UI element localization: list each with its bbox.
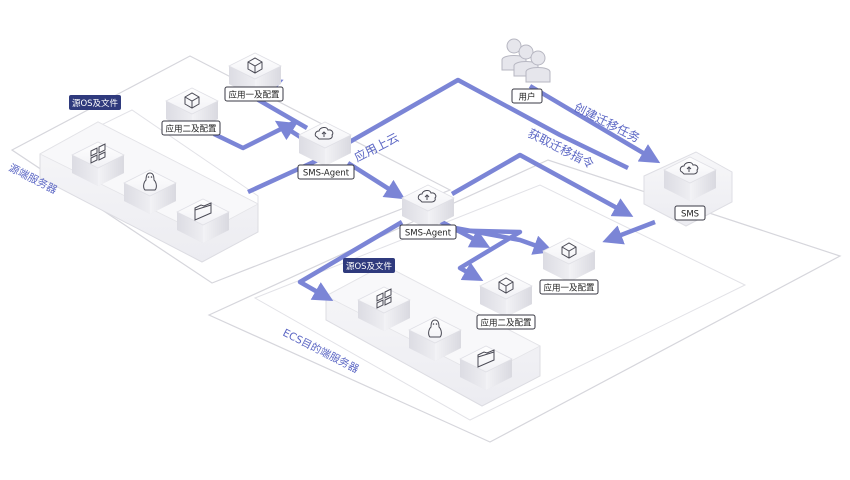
arrow-agent-to-target-slab xyxy=(297,220,404,302)
arrow-agent-to-sms xyxy=(450,152,634,217)
arrow-agent-branch xyxy=(436,218,491,248)
badge-source-os-files: 源OS及文件 xyxy=(69,95,121,110)
arrow-app-upload-route xyxy=(247,77,629,195)
badge-app-two-top: 应用二及配置 xyxy=(161,120,221,136)
badge-user: 用户 xyxy=(511,88,543,104)
svg-text:SMS-Agent: SMS-Agent xyxy=(303,169,350,179)
badge-app-two-bottom: 应用二及配置 xyxy=(476,314,536,330)
svg-text:源OS及文件: 源OS及文件 xyxy=(346,261,393,272)
svg-text:SMS: SMS xyxy=(681,210,699,220)
arrow-sms-to-app-one xyxy=(602,219,656,245)
label-create-task: 创建迁移任务 xyxy=(572,99,643,145)
svg-text:源OS及文件: 源OS及文件 xyxy=(72,98,119,109)
arrow-source-agent-to-target-agent xyxy=(346,161,406,200)
badge-sms: SMS xyxy=(674,205,706,221)
svg-text:用户: 用户 xyxy=(518,92,535,103)
user-group-icon xyxy=(501,38,551,83)
svg-text:应用一及配置: 应用一及配置 xyxy=(543,283,595,294)
badge-sms-agent-source: SMS-Agent xyxy=(297,164,355,180)
svg-text:应用一及配置: 应用一及配置 xyxy=(228,90,280,101)
svg-text:应用二及配置: 应用二及配置 xyxy=(480,318,532,329)
badge-sms-agent-target: SMS-Agent xyxy=(399,224,457,240)
svg-text:应用二及配置: 应用二及配置 xyxy=(165,124,217,135)
svg-text:SMS-Agent: SMS-Agent xyxy=(405,229,452,239)
badge-app-one-bottom: 应用一及配置 xyxy=(539,279,599,295)
badge-app-one-top: 应用一及配置 xyxy=(224,86,284,102)
arrow-user-to-sms xyxy=(528,84,661,164)
badge-target-os-files: 源OS及文件 xyxy=(343,258,395,273)
